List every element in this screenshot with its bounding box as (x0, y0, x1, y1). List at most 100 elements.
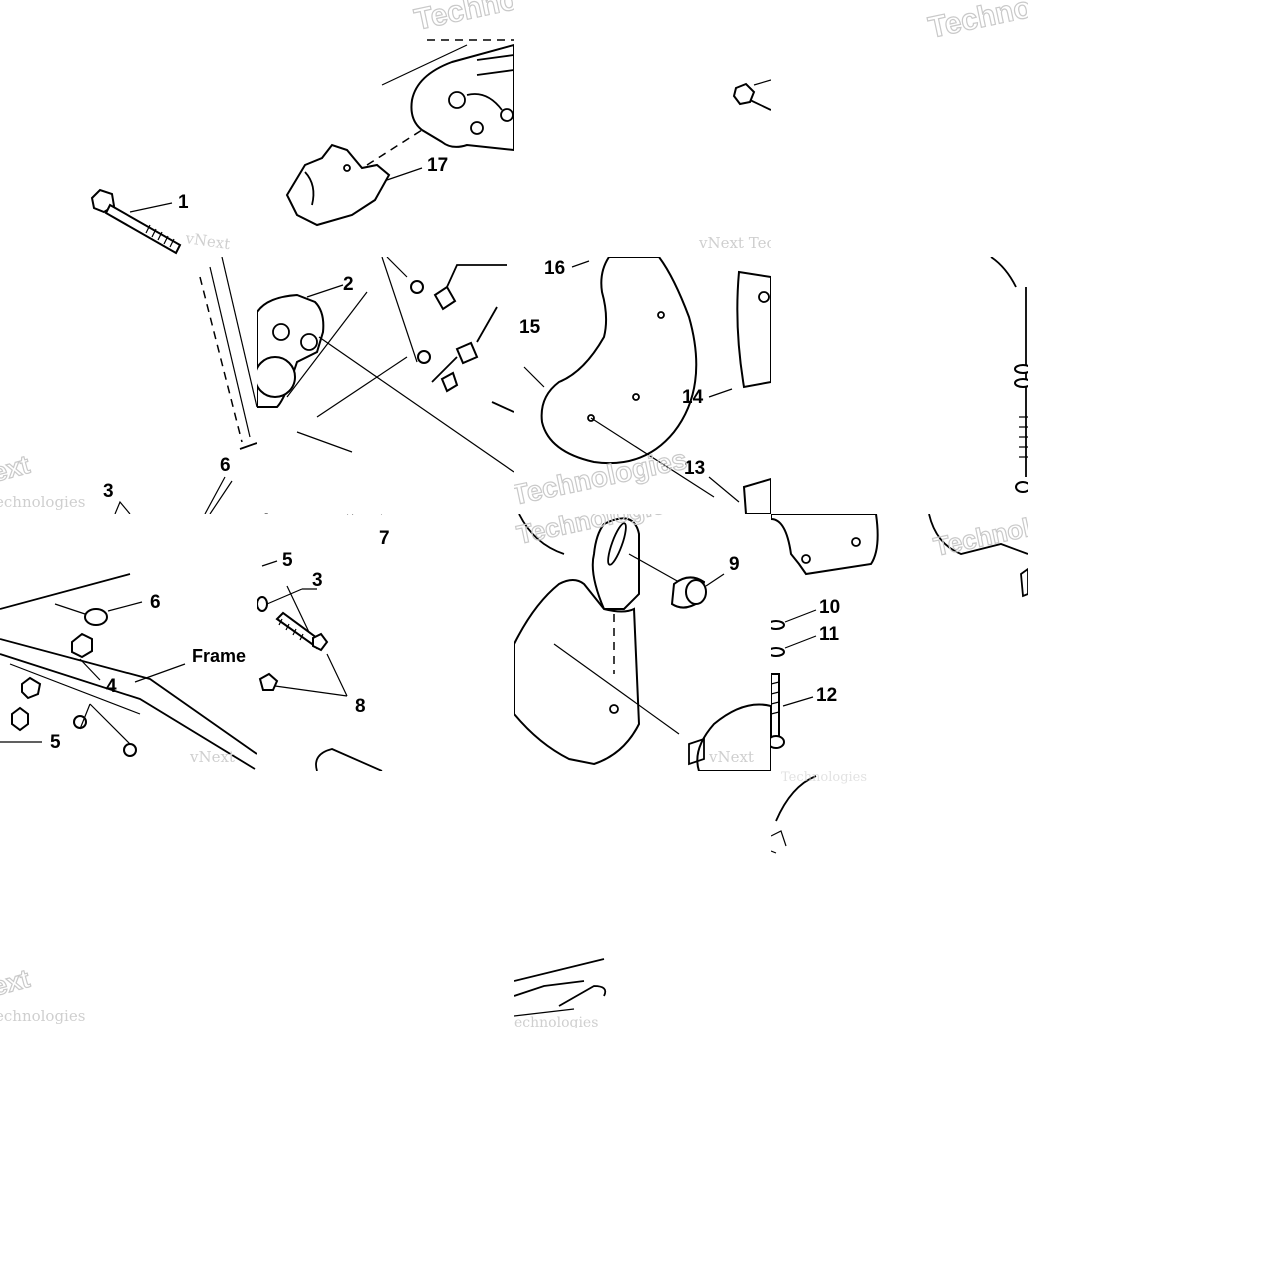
bolt-shank (749, 99, 771, 111)
bracket-slot (607, 522, 627, 566)
brake-line (476, 306, 498, 343)
leader-line (114, 500, 131, 514)
leader-line (753, 79, 771, 86)
curve-edge (990, 257, 1017, 288)
hose-segment (204, 476, 233, 514)
bolt-shank (275, 611, 319, 646)
bolt-thread (278, 618, 304, 641)
rotor-hole (587, 414, 595, 422)
caliper-detail (476, 54, 514, 76)
caliper-bracket (736, 270, 771, 389)
leader-line (386, 257, 408, 278)
caliper-bolt-hole (500, 108, 514, 122)
callout-4: 4 (106, 676, 117, 697)
rotor-hole (657, 311, 665, 319)
caliper-piston (257, 356, 296, 398)
tile-frame-fragment: echnologies (514, 771, 771, 1028)
brake-pad-detail (304, 171, 315, 206)
leader-line (784, 609, 817, 623)
washer (771, 647, 785, 657)
watermark-text: vNext (183, 229, 231, 253)
banjo-bolt (455, 341, 479, 365)
leader-line (381, 257, 418, 363)
rotor-hole (632, 393, 640, 401)
callout-3: 3 (103, 481, 114, 502)
watermark-text: vNext (708, 748, 754, 766)
leader-line (571, 260, 590, 268)
callout-7: 7 (379, 528, 390, 549)
brake-line (446, 264, 507, 288)
callout-5: 5 (282, 550, 293, 571)
curve-edge (928, 514, 1028, 555)
leader-line (628, 553, 680, 583)
leader-line (274, 653, 348, 697)
brake-rotor (540, 257, 698, 465)
leader-line (79, 658, 101, 681)
leader-line (129, 202, 173, 213)
curve-detail (771, 830, 787, 854)
bolt-shank (104, 203, 182, 255)
caliper-detail (466, 93, 503, 111)
leader-line (381, 44, 468, 86)
caliper-port (300, 333, 318, 351)
tile-long-bolt: 1 vNext (0, 0, 257, 257)
callout-12: 12 (816, 685, 837, 706)
plate-hole (609, 704, 619, 714)
axle-line (590, 417, 715, 498)
caliper-port (272, 323, 290, 341)
frame-edge (221, 257, 257, 408)
caliper-body (410, 43, 514, 152)
leader-line (79, 703, 131, 745)
leader-line (107, 601, 143, 612)
leader-line (782, 696, 814, 707)
nut (11, 706, 29, 732)
leader-line (239, 442, 257, 450)
axle-line (553, 643, 680, 735)
callout-8: 8 (355, 696, 366, 717)
frame-rail (514, 980, 585, 997)
callout-14: 14 (682, 387, 704, 408)
tile-small-bolt: vNext Technologies (514, 0, 771, 257)
axle-line (318, 336, 514, 473)
watermark-text: echnologies (0, 493, 85, 511)
fitting (440, 371, 459, 393)
nut (771, 735, 785, 749)
callout-3: 3 (312, 570, 323, 591)
tile-bracket-bushing: 9 vNext Technologies (514, 514, 771, 771)
bracket-lower (742, 477, 771, 514)
banjo-bolt (433, 285, 457, 311)
rod-thread (1019, 416, 1028, 458)
drum (696, 703, 771, 771)
bolt-thread (145, 224, 175, 248)
tile-caliper-pad: Techno 17 5 (257, 0, 514, 257)
brake-pad-hole (343, 164, 351, 172)
watermark-text: Technologies (926, 0, 1028, 45)
tile-frame: 6 4 5 Frame vNext (0, 514, 257, 771)
leader-line (296, 431, 353, 453)
leader-dashed (366, 129, 423, 166)
callout-10: 10 (819, 597, 840, 618)
brake-pad (285, 143, 391, 227)
tile-watermark: Technologies (771, 0, 1028, 257)
leader-line (306, 284, 344, 298)
bolt-segment (491, 401, 514, 413)
watermark-text: echnologies (514, 1015, 598, 1028)
bracket-plate (591, 517, 640, 610)
watermark-text: Technologies (781, 771, 867, 785)
bolt-head (312, 632, 329, 652)
bolt-thread (771, 681, 780, 715)
tile-caliper-assembly: 2 4 (257, 257, 514, 514)
tile-vertical-rod (771, 257, 1028, 514)
washer (1014, 364, 1028, 374)
leader-line (54, 603, 86, 615)
watermark-text: vNext Technologies (698, 234, 771, 252)
tile-frame-edge: 6 3 ext echnologies (0, 257, 257, 514)
leader-line (266, 588, 317, 605)
callout-4: 4 (259, 511, 270, 514)
housing (771, 514, 879, 576)
bolt-head (732, 82, 756, 106)
nut (71, 632, 93, 659)
watermark-text: Technologies (931, 514, 1028, 562)
housing-hole (851, 537, 861, 547)
callout-16: 16 (544, 258, 565, 279)
